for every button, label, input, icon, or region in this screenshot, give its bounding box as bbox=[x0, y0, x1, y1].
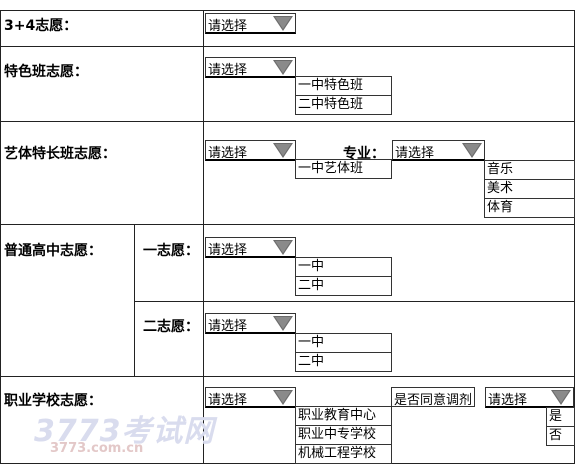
select-placeholder: 请选择 bbox=[208, 243, 248, 258]
option-item[interactable]: 是 bbox=[547, 408, 574, 427]
select-placeholder: 请选择 bbox=[208, 19, 248, 34]
option-item[interactable]: 美术 bbox=[485, 180, 574, 199]
option-item[interactable]: 机械工程学校 bbox=[298, 446, 377, 461]
option-item[interactable]: 体育 bbox=[487, 200, 514, 215]
label-yiti: 艺体特长班志愿： bbox=[4, 146, 116, 162]
select-placeholder: 请选择 bbox=[208, 393, 248, 408]
dropdown-arrow-icon bbox=[273, 143, 293, 158]
label-tese: 特色班志愿： bbox=[4, 64, 88, 80]
option-item[interactable]: 一中艺体班 bbox=[298, 161, 364, 176]
select-placeholder: 请选择 bbox=[208, 63, 248, 78]
select-zhiye[interactable]: 请选择 bbox=[205, 387, 296, 408]
option-item[interactable]: 一中特色班 bbox=[296, 77, 391, 96]
options-adjust: 是 否 bbox=[546, 407, 575, 446]
option-item[interactable]: 职业中专学校 bbox=[296, 426, 391, 445]
select-yiti[interactable]: 请选择 bbox=[205, 140, 296, 161]
dropdown-arrow-icon bbox=[273, 60, 293, 75]
label-second-choice: 二志愿： bbox=[143, 319, 199, 335]
option-item[interactable]: 否 bbox=[549, 428, 563, 443]
dropdown-arrow-icon bbox=[551, 390, 571, 405]
options-zhiye: 职业教育中心 职业中专学校 机械工程学校 bbox=[295, 406, 392, 464]
select-placeholder: 请选择 bbox=[488, 393, 528, 408]
select-3plus4[interactable]: 请选择 bbox=[205, 13, 296, 34]
option-item[interactable]: 一中 bbox=[296, 258, 391, 277]
label-major: 专业： bbox=[343, 146, 385, 162]
select-second-choice[interactable]: 请选择 bbox=[205, 313, 296, 334]
select-first-choice[interactable]: 请选择 bbox=[205, 237, 296, 258]
label-putong: 普通高中志愿： bbox=[4, 243, 102, 259]
select-adjust[interactable]: 请选择 bbox=[485, 387, 574, 408]
select-major[interactable]: 请选择 bbox=[392, 140, 485, 161]
options-major: 音乐 美术 体育 bbox=[484, 160, 575, 218]
label-3plus4: 3+4志愿： bbox=[4, 18, 78, 34]
label-zhiye: 职业学校志愿： bbox=[4, 393, 102, 409]
select-placeholder: 请选择 bbox=[208, 319, 248, 334]
option-item[interactable]: 二中 bbox=[298, 354, 325, 369]
dropdown-arrow-icon bbox=[273, 390, 293, 405]
option-item[interactable]: 音乐 bbox=[485, 161, 574, 180]
option-item[interactable]: 职业教育中心 bbox=[296, 407, 391, 426]
dropdown-arrow-icon bbox=[273, 16, 293, 31]
options-tese: 一中特色班 二中特色班 bbox=[295, 76, 392, 115]
options-first-choice: 一中 二中 bbox=[295, 257, 392, 296]
select-placeholder: 请选择 bbox=[208, 146, 248, 161]
option-item[interactable]: 二中 bbox=[298, 278, 325, 293]
select-tese[interactable]: 请选择 bbox=[205, 57, 296, 78]
label-first-choice: 一志愿： bbox=[143, 243, 199, 259]
options-yiti: 一中艺体班 bbox=[295, 159, 392, 179]
dropdown-arrow-icon bbox=[462, 143, 482, 158]
options-second-choice: 一中 二中 bbox=[295, 333, 392, 372]
select-placeholder: 请选择 bbox=[395, 146, 435, 161]
option-item[interactable]: 一中 bbox=[296, 334, 391, 353]
option-item[interactable]: 二中特色班 bbox=[298, 97, 364, 112]
watermark-url: 3773.com.cn bbox=[50, 441, 144, 456]
label-adjust: 是否同意调剂 bbox=[391, 387, 476, 408]
watermark-logo: 3773考试网 bbox=[34, 414, 215, 449]
dropdown-arrow-icon bbox=[273, 316, 293, 331]
dropdown-arrow-icon bbox=[273, 240, 293, 255]
